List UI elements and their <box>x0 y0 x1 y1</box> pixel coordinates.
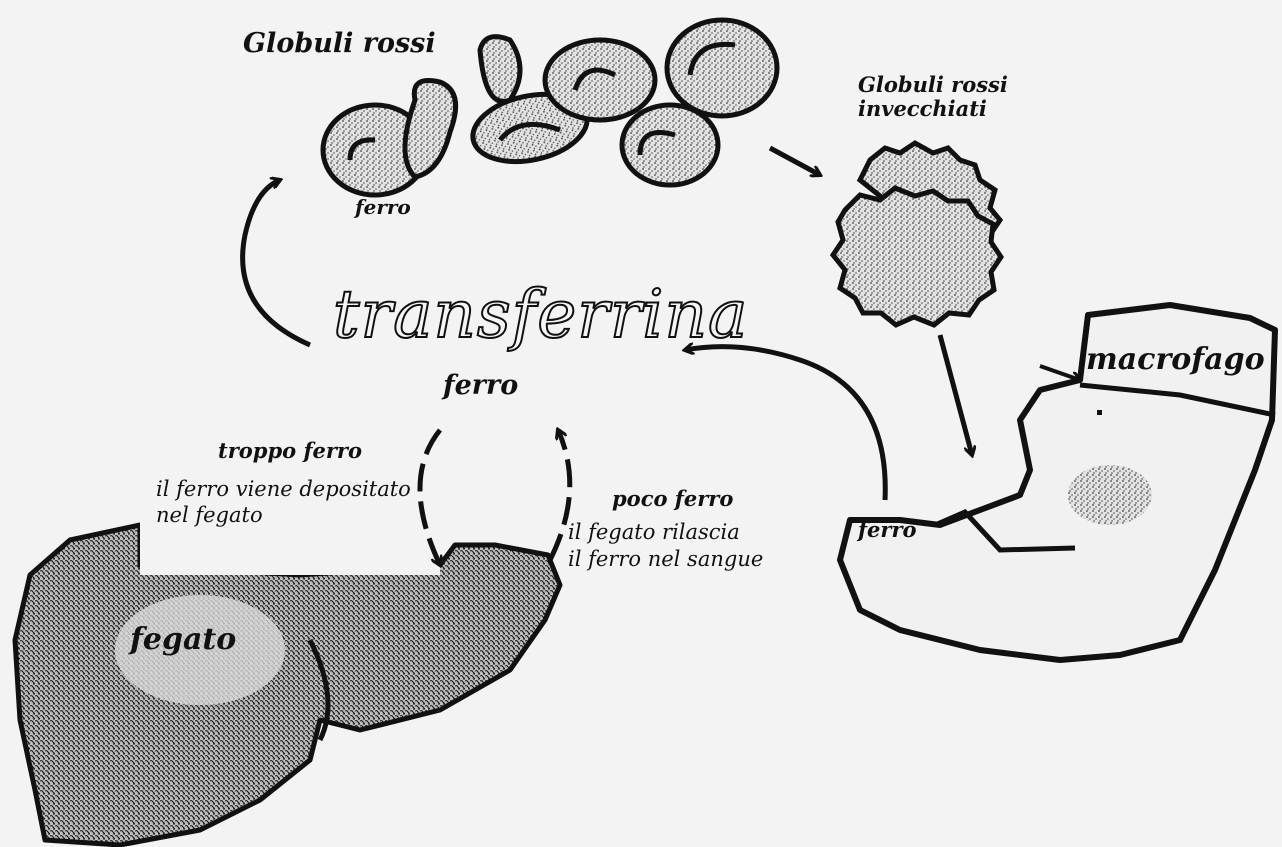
arrow-aged-to-macrophage <box>940 335 972 455</box>
label-globuli-invecchiati: Globuli rossi invecchiati <box>858 73 1008 121</box>
poco-desc-line1: il fegato rilascia <box>568 519 763 546</box>
label-ferro-center: ferro <box>443 370 518 401</box>
aged-red-blood-cells <box>833 143 1001 325</box>
label-ferro-macrofago: ferro <box>858 517 917 542</box>
arrow-transferrin-to-rbc <box>243 180 310 345</box>
label-ferro-globuli: ferro <box>355 195 411 219</box>
arrow-liver-to-transferrin <box>550 430 570 560</box>
arrow-macrophage-to-transferrin <box>685 347 885 500</box>
label-troppo-ferro: troppo ferro <box>218 438 362 463</box>
macrophage-vacuole <box>1068 465 1152 525</box>
arrow-rbc-to-aged <box>770 148 820 175</box>
label-macrofago: macrofago <box>1086 342 1265 377</box>
label-globuli-rossi: Globuli rossi <box>243 28 436 59</box>
liver-text-bg <box>140 520 440 575</box>
label-invecchiati-line1: Globuli rossi <box>858 73 1008 97</box>
label-invecchiati-line2: invecchiati <box>858 97 1008 121</box>
label-fegato: fegato <box>130 622 236 657</box>
label-poco-ferro: poco ferro <box>612 486 733 511</box>
label-transferrina: transferrina <box>333 276 748 353</box>
arrow-macrophage-entry <box>1040 366 1080 380</box>
macrophage-nucleus-dot <box>1097 410 1102 415</box>
troppo-desc-line1: il ferro viene depositato <box>156 476 411 502</box>
label-troppo-desc: il ferro viene depositato nel fegato <box>156 476 411 528</box>
label-poco-desc: il fegato rilascia il ferro nel sangue <box>568 519 763 573</box>
poco-desc-line2: il ferro nel sangue <box>568 546 763 573</box>
troppo-desc-line2: nel fegato <box>156 502 411 528</box>
